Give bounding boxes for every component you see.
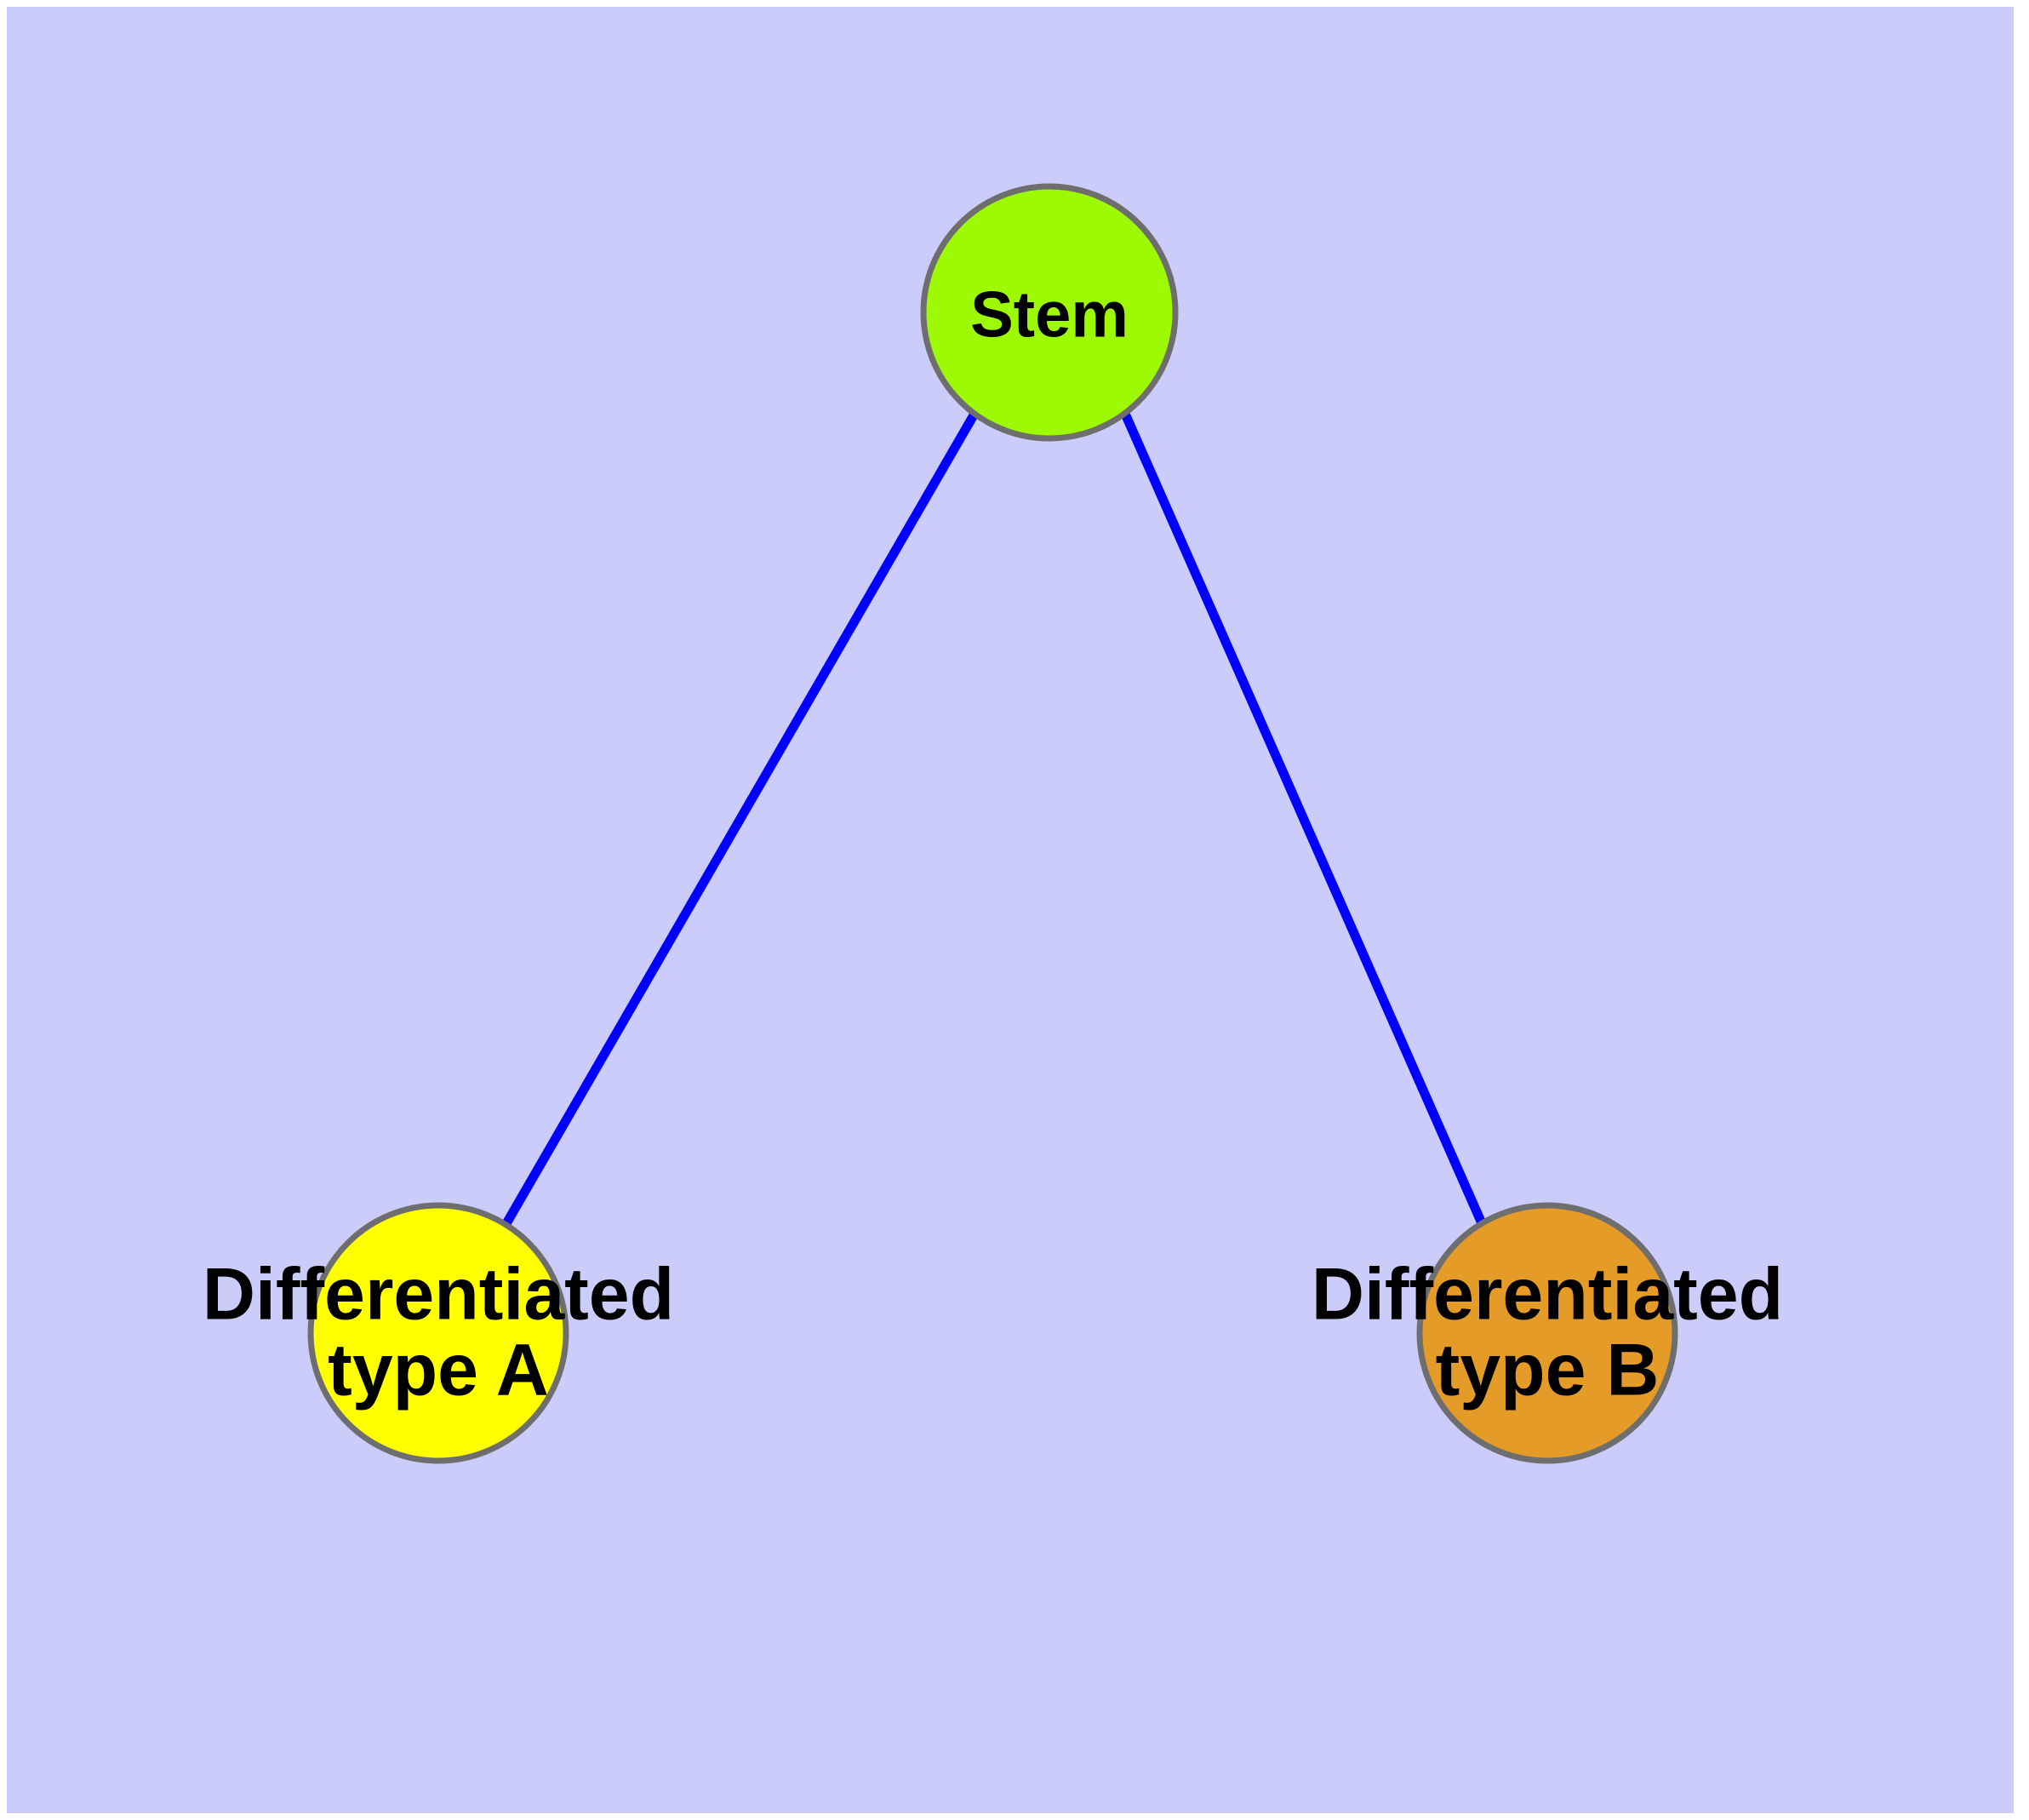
edge-layer <box>501 411 1487 1228</box>
node-differentiated-type-b[interactable] <box>1416 1202 1678 1464</box>
edge-stem-to-differentiated-type-a[interactable] <box>501 411 979 1228</box>
node-stem[interactable] <box>920 183 1179 442</box>
edge-stem-to-differentiated-type-b[interactable] <box>1120 411 1487 1226</box>
node-layer <box>307 183 1678 1464</box>
node-differentiated-type-a[interactable] <box>307 1202 569 1464</box>
